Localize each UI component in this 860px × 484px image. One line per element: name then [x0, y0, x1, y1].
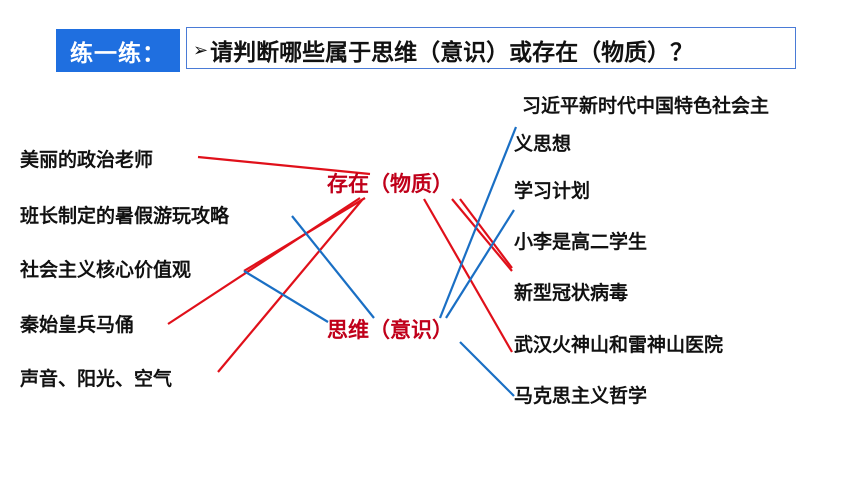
category-existence: 存在（物质）: [327, 172, 453, 196]
right-item-coronavirus: 新型冠状病毒: [514, 282, 629, 304]
link-existence-virus-a: [451, 198, 513, 272]
link-plan-thought: [291, 215, 375, 319]
link-thought-marxism: [459, 341, 515, 397]
link-sound-existence: [217, 199, 363, 373]
arrow-bullet-icon: ➢: [193, 39, 209, 61]
left-item-core-values: 社会主义核心价值观: [20, 259, 192, 281]
question-text: ➢ 请判断哪些属于思维（意识）或存在（物质）？: [193, 30, 693, 70]
right-item-study-plan: 学习计划: [514, 180, 591, 202]
link-value-thought: [243, 270, 329, 323]
link-terracotta-existence: [167, 197, 361, 325]
left-item-sound-light-air: 声音、阳光、空气: [20, 368, 173, 390]
link-thought-xi: [438, 126, 518, 319]
link-thought-studyplan: [445, 209, 515, 319]
right-item-xiaoli-student: 小李是高二学生: [514, 231, 648, 253]
right-item-marxist-philosophy: 马克思主义哲学: [514, 385, 648, 407]
left-item-teacher: 美丽的政治老师: [20, 149, 154, 171]
question-box: [186, 27, 796, 69]
link-teacher-existence: [197, 155, 371, 176]
link-existence-virus-b: [459, 198, 513, 269]
left-item-travel-plan: 班长制定的暑假游玩攻略: [20, 205, 230, 227]
category-thought: 思维（意识）: [327, 318, 453, 342]
right-item-xi-thought-line2: 义思想: [514, 133, 572, 155]
left-item-terracotta: 秦始皇兵马俑: [20, 314, 135, 336]
right-item-xi-thought-line1: 习近平新时代中国特色社会主: [522, 95, 770, 117]
right-item-wuhan-hospitals: 武汉火神山和雷神山医院: [514, 334, 724, 356]
link-existence-hospital: [423, 198, 513, 353]
question-label: 请判断哪些属于思维（意识）或存在（物质）？: [210, 40, 694, 66]
practice-badge: 练一练：: [56, 29, 180, 72]
